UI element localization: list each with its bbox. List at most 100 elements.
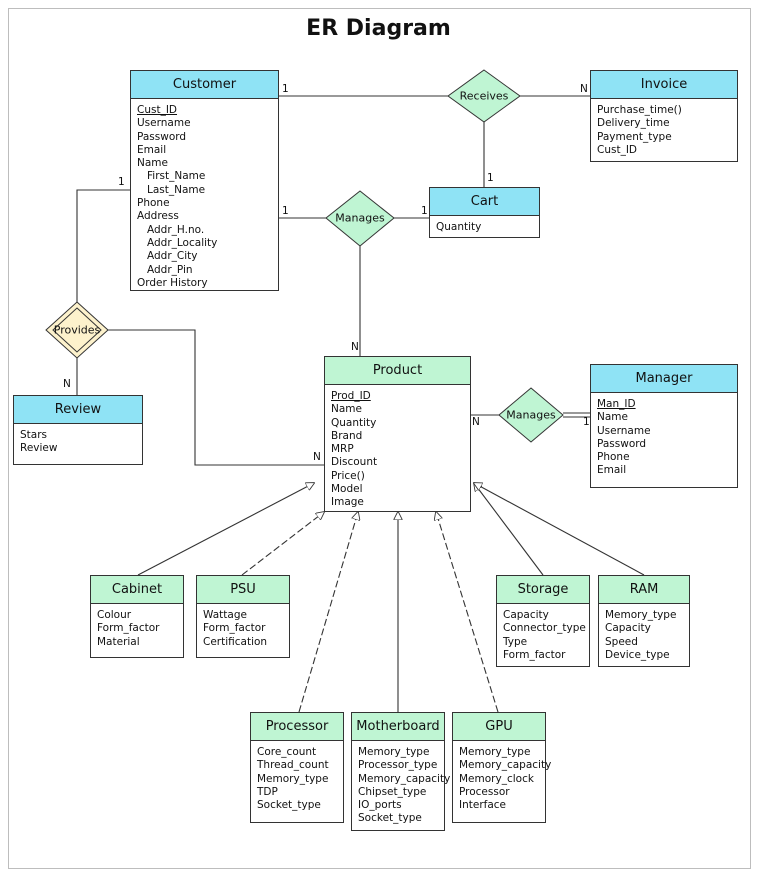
manager-attribute: Email: [597, 464, 627, 477]
cardinality-receives-invoice: N: [580, 83, 588, 95]
cardinality-manages-cart: 1: [421, 205, 428, 217]
customer-attribute: Cust_ID: [137, 104, 178, 116]
customer-attribute: Username: [137, 117, 191, 130]
entity-invoice-title: Invoice: [591, 71, 737, 99]
motherboard-attribute: Processor_type: [358, 759, 438, 772]
cardinality-manages-customer: 1: [282, 205, 289, 217]
ram-attribute: Device_type: [605, 648, 670, 661]
edge-isa-cabinet: [137, 483, 314, 576]
product-attribute: Name: [331, 403, 362, 416]
edge-provides-product: [107, 329, 324, 466]
entity-product-title: Product: [325, 357, 470, 385]
manager-attribute: Name: [597, 411, 628, 424]
entity-storage-title: Storage: [497, 576, 589, 604]
customer-attribute: Addr_Locality: [147, 236, 218, 249]
entity-review-title: Review: [14, 396, 142, 424]
motherboard-attribute: Memory_capacity: [358, 772, 451, 785]
gpu-attribute: Processor: [459, 785, 510, 798]
gpu-attribute: Memory_type: [459, 746, 531, 758]
cabinet-attribute: Colour: [97, 609, 132, 621]
invoice-attribute: Cust_ID: [597, 143, 638, 156]
customer-attribute: Last_Name: [147, 183, 206, 196]
edge-isa-storage: [474, 483, 544, 576]
cardinality-mgr-manager: 1: [583, 416, 590, 428]
relationship-provides-shape-outer: [45, 301, 109, 359]
cardinality-mgr-product: N: [472, 416, 480, 428]
cardinality-manages-product: N: [351, 341, 359, 353]
invoice-attribute: Payment_type: [597, 130, 672, 143]
entity-motherboard-title: Motherboard: [352, 713, 444, 741]
customer-attribute: Address: [137, 210, 179, 223]
storage-attribute: Capacity: [503, 609, 549, 621]
gpu-attribute: Memory_clock: [459, 772, 534, 785]
entity-processor-title: Processor: [251, 713, 343, 741]
relationship-manages-cart: Manages: [335, 211, 385, 225]
manager-attribute: Man_ID: [597, 398, 636, 410]
motherboard-attribute: Memory_type: [358, 746, 430, 758]
relationship-manages-product: Manages: [506, 408, 556, 422]
edge-isa-gpu: [436, 512, 499, 713]
entity-ram-title: RAM: [599, 576, 689, 604]
customer-attribute: Phone: [137, 197, 170, 210]
edge-isa-ram: [474, 483, 645, 576]
cardinality-receives-cart: 1: [487, 172, 494, 184]
processor-attribute: Socket_type: [257, 799, 321, 812]
invoice-attribute: Purchase_time(): [597, 104, 682, 116]
product-attribute: Image: [331, 496, 364, 509]
entity-cart-title: Cart: [430, 188, 539, 216]
edge-isa-processor: [298, 512, 358, 713]
invoice-attribute: Delivery_time: [597, 117, 670, 130]
relationship-provides: Provides: [53, 323, 101, 337]
manager-attribute: Password: [597, 437, 647, 450]
processor-attribute: TDP: [257, 785, 278, 798]
edge-isa-psu: [241, 512, 324, 576]
cardinality-provides-customer: 1: [118, 176, 125, 188]
diagram-frame: [8, 8, 751, 869]
motherboard-attribute: IO_ports: [358, 799, 402, 812]
product-attribute: Prod_ID: [331, 390, 371, 402]
cardinality-receives-customer: 1: [282, 83, 289, 95]
customer-attribute: Order History: [137, 276, 208, 289]
customer-attribute: Addr_Pin: [147, 263, 193, 276]
manager-attribute: Phone: [597, 451, 630, 464]
product-attribute: Price(): [331, 469, 365, 482]
entity-manager-title: Manager: [591, 365, 737, 393]
gpu-attribute: Memory_capacity: [459, 759, 552, 772]
relationship-manages-product-shape: [498, 387, 564, 443]
psu-attribute: Form_factor: [203, 622, 266, 635]
customer-attribute: Email: [137, 143, 167, 156]
customer-attribute: Password: [137, 130, 187, 143]
cabinet-attribute: Material: [97, 635, 140, 648]
product-attribute: Quantity: [331, 416, 377, 429]
product-attribute: Discount: [331, 456, 378, 469]
processor-attribute: Memory_type: [257, 772, 329, 785]
gpu-attribute: Interface: [459, 799, 507, 812]
review-attribute: Review: [20, 442, 58, 455]
cardinality-provides-review: N: [63, 378, 71, 390]
ram-attribute: Memory_type: [605, 609, 677, 621]
review-attribute: Stars: [20, 429, 48, 441]
storage-attribute: Form_factor: [503, 648, 566, 661]
entity-cabinet-title: Cabinet: [91, 576, 183, 604]
entity-customer-title: Customer: [131, 71, 278, 99]
ram-attribute: Capacity: [605, 622, 651, 635]
